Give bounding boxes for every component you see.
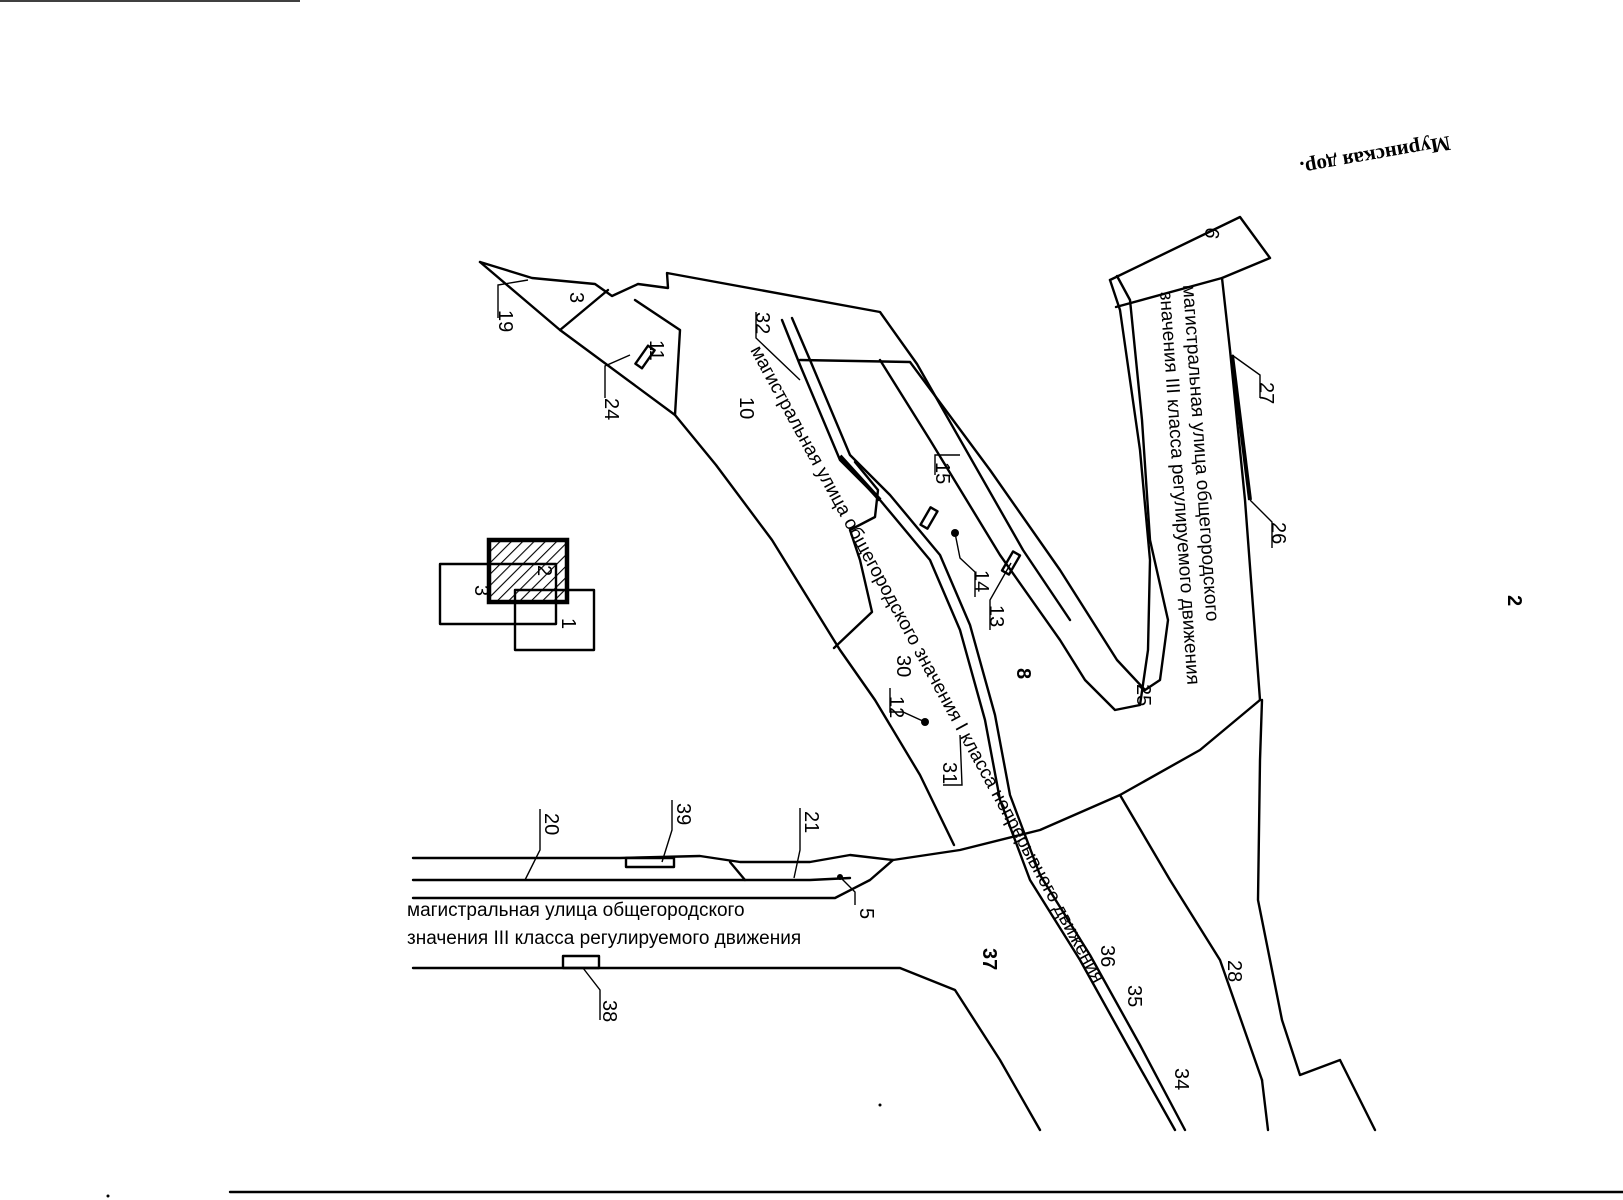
street-main-diagonal: магистральная улица общегородского значе… xyxy=(746,342,1109,986)
parcel-39: 39 xyxy=(672,803,694,825)
parcel-19: 19 xyxy=(494,310,516,332)
inset-label-2: 2 xyxy=(533,565,555,576)
parcel-27: 27 xyxy=(1255,382,1277,404)
parcel-9: 9 xyxy=(1201,226,1225,241)
inset-diagram xyxy=(438,537,596,652)
intersection xyxy=(891,698,1377,1132)
northwest-parcels xyxy=(478,260,1072,847)
parcel-31: 31 xyxy=(938,762,960,784)
road-label: Муринская дор. xyxy=(1298,131,1452,181)
parcel-21: 21 xyxy=(800,811,822,833)
parcel-12: 12 xyxy=(885,696,907,718)
parcel-10: 10 xyxy=(735,397,757,419)
parcel-8: 8 xyxy=(1012,668,1034,679)
parcel-30: 30 xyxy=(892,655,914,677)
parcel-24: 24 xyxy=(600,398,622,420)
parcel-14: 14 xyxy=(970,570,992,592)
parcel-37: 37 xyxy=(978,948,1000,970)
street-bottom-line2: значения III класса регулируемого движен… xyxy=(407,928,801,949)
right-street-loop xyxy=(878,215,1273,712)
main-diagonal-road xyxy=(755,312,1187,1132)
stray-dot xyxy=(878,1103,882,1107)
parcel-36: 36 xyxy=(1096,945,1118,967)
inset-label-3: 3 xyxy=(470,585,492,596)
parcel-20: 20 xyxy=(540,813,562,835)
street-bottom-line1: магистральная улица общегородского xyxy=(407,900,745,921)
inset-label-1: 1 xyxy=(557,618,579,629)
parcel-15: 15 xyxy=(931,462,953,484)
parcel-26: 26 xyxy=(1267,522,1289,544)
central-parcels xyxy=(798,274,1170,726)
parcel-3: 3 xyxy=(565,292,587,303)
parcel-34: 34 xyxy=(1170,1068,1192,1090)
stray-dot-corner xyxy=(106,1194,110,1198)
parcel-38: 38 xyxy=(598,1000,620,1022)
parcel-32: 32 xyxy=(751,312,773,334)
parcel-11: 11 xyxy=(645,340,667,361)
bottom-street xyxy=(411,800,1042,1132)
parcel-28: 28 xyxy=(1223,960,1245,982)
parcel-5: 5 xyxy=(855,908,877,919)
parcel-35: 35 xyxy=(1123,985,1145,1007)
sheet-number: 2 xyxy=(1503,595,1525,606)
parcel-25: 25 xyxy=(1132,684,1154,706)
parcel-13: 13 xyxy=(985,605,1007,627)
